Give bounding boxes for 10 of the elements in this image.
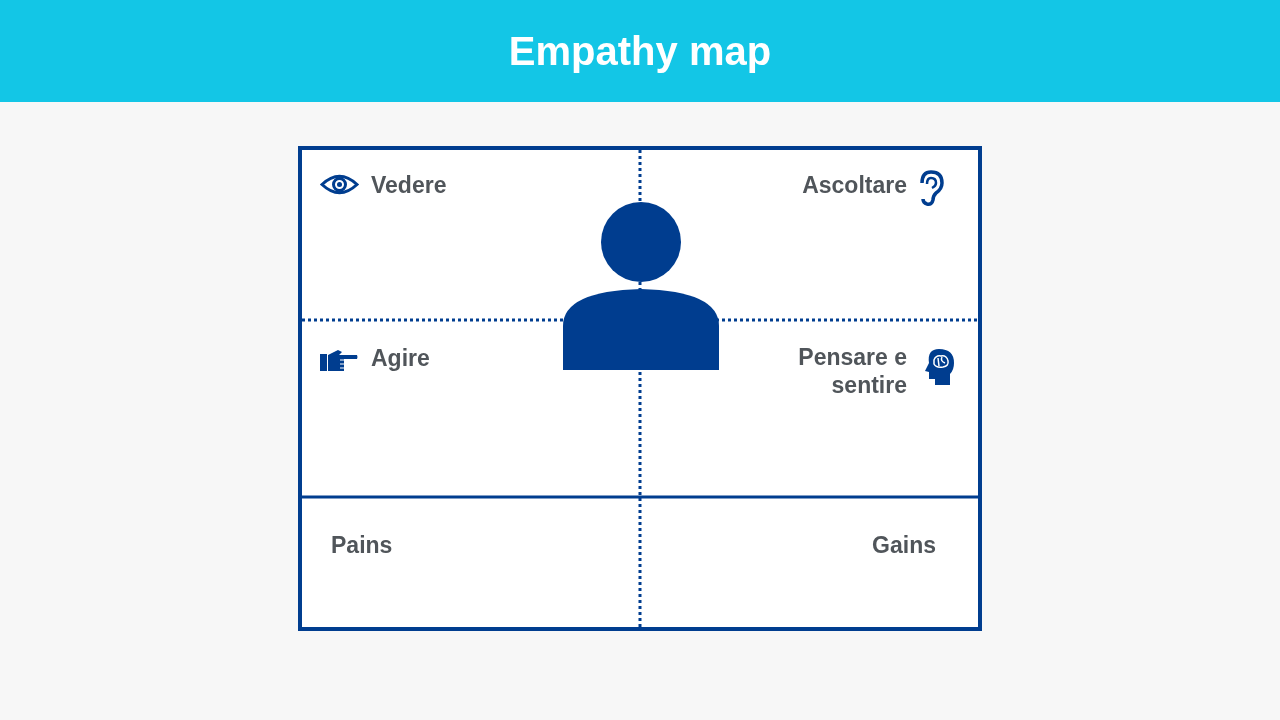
quadrant-heading: Gains xyxy=(872,531,936,559)
person-silhouette xyxy=(562,201,720,371)
quadrant-panel xyxy=(300,498,640,629)
title-banner: Empathy map xyxy=(0,0,1280,102)
quadrant-heading: Agire xyxy=(371,344,430,372)
quadrant-panel xyxy=(640,498,980,629)
quadrant-heading: Pains xyxy=(331,531,393,559)
quadrant-heading: Pensare e sentire xyxy=(797,343,907,399)
quadrant-heading: Vedere xyxy=(371,171,447,199)
quadrant-heading: Ascoltare xyxy=(802,171,907,199)
